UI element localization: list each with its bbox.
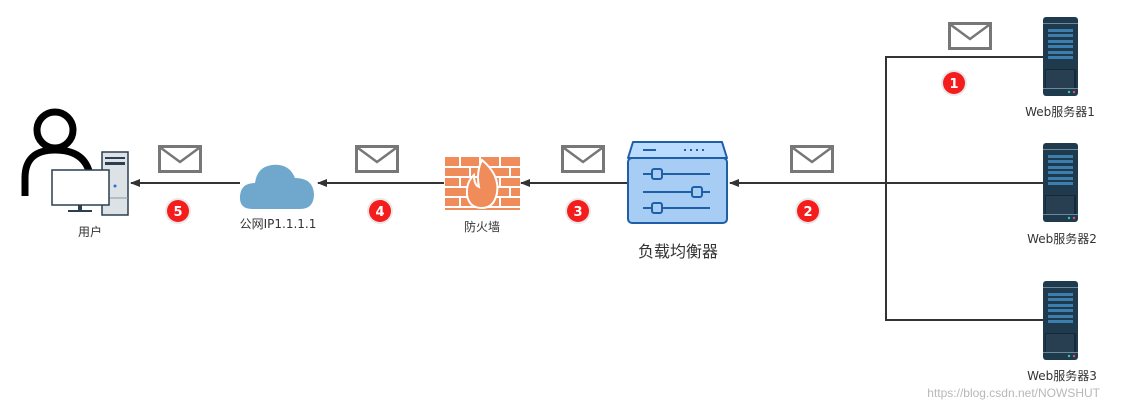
step-number: 5	[173, 205, 182, 220]
load-balancer-label: 负载均衡器	[638, 242, 718, 261]
envelope-icon	[355, 145, 399, 173]
server-bus-line	[885, 56, 1043, 321]
step-badge-4: 4	[367, 198, 393, 224]
step-badge-1: 1	[941, 70, 967, 96]
envelope-icon	[158, 145, 202, 173]
step-number: 2	[803, 205, 812, 220]
step-badge-3: 3	[565, 198, 591, 224]
web-server-2: Web服务器2	[1027, 142, 1097, 246]
load-balancer-node: 负载均衡器	[627, 141, 728, 261]
firewall-node: 防火墙	[445, 157, 520, 234]
step-badge-2: 2	[795, 198, 821, 224]
envelope-icon	[948, 22, 992, 50]
computer-icon	[51, 151, 129, 216]
server-label: Web服务器2	[1027, 231, 1097, 246]
watermark: https://blog.csdn.net/NOWSHUT	[927, 386, 1100, 400]
user-label: 用户	[78, 224, 102, 239]
step-number: 3	[573, 205, 582, 220]
public-ip-label: 公网IP1.1.1.1	[240, 217, 317, 231]
server-label: Web服务器3	[1027, 368, 1097, 383]
user-node: 用户	[21, 108, 129, 239]
server-label: Web服务器1	[1025, 104, 1095, 119]
connectors	[130, 56, 1043, 321]
envelope-icon	[561, 145, 605, 173]
server-icon	[1042, 142, 1079, 223]
public-ip-node: 公网IP1.1.1.1	[239, 164, 317, 231]
step-badge-5: 5	[165, 198, 191, 224]
envelope-icon	[790, 145, 834, 173]
web-server-3: Web服务器3	[1027, 280, 1097, 383]
firewall-label: 防火墙	[464, 219, 500, 234]
step-number: 4	[375, 205, 384, 220]
load-balancer-icon	[627, 141, 728, 224]
user-icon	[21, 108, 94, 196]
server-icon	[1042, 280, 1079, 361]
firewall-icon	[445, 157, 520, 210]
step-number: 1	[949, 77, 958, 92]
web-server-1: Web服务器1	[1025, 16, 1095, 119]
cloud-icon	[239, 164, 314, 209]
server-icon	[1042, 16, 1079, 97]
